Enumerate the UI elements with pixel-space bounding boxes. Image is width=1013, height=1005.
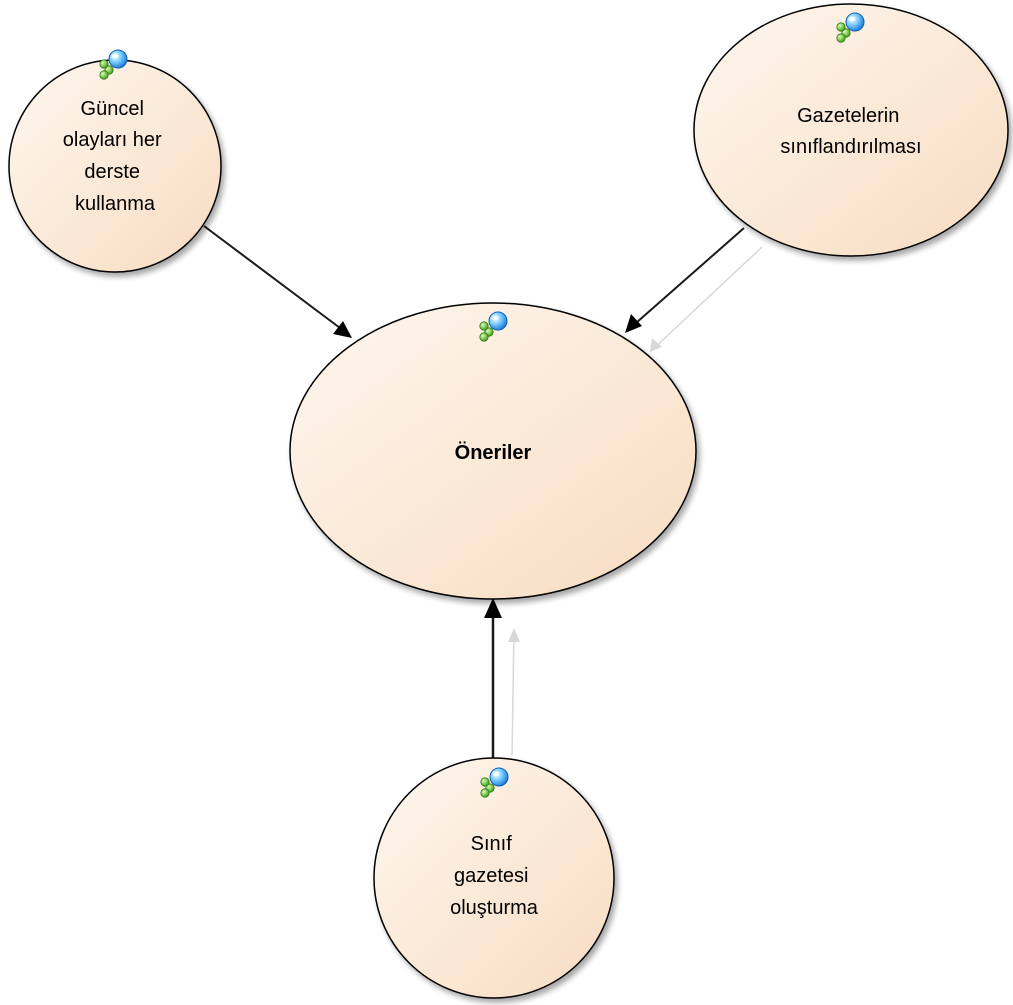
node-oneriler[interactable]: Öneriler xyxy=(289,302,697,600)
node-label-guncel: Güncel olayları her derste kullanma xyxy=(63,98,168,215)
node-sinif[interactable]: Sınıf gazetesi oluşturma xyxy=(373,757,615,999)
edge-sinif-to-oneriler xyxy=(484,598,502,758)
edge-guncel-to-oneriler xyxy=(203,225,352,338)
node-label-sinif: Sınıf gazetesi oluşturma xyxy=(450,833,539,919)
edge-ghost-lines xyxy=(508,246,763,756)
node-guncel[interactable]: Güncel olayları her derste kullanma xyxy=(8,49,222,273)
node-label-gazeteler: Gazetelerin sınıflandırılması xyxy=(780,105,921,158)
node-gazeteler[interactable]: Gazetelerin sınıflandırılması xyxy=(693,3,1009,257)
edge-gazeteler-to-oneriler xyxy=(625,227,745,333)
node-label-oneriler: Öneriler xyxy=(455,441,532,464)
